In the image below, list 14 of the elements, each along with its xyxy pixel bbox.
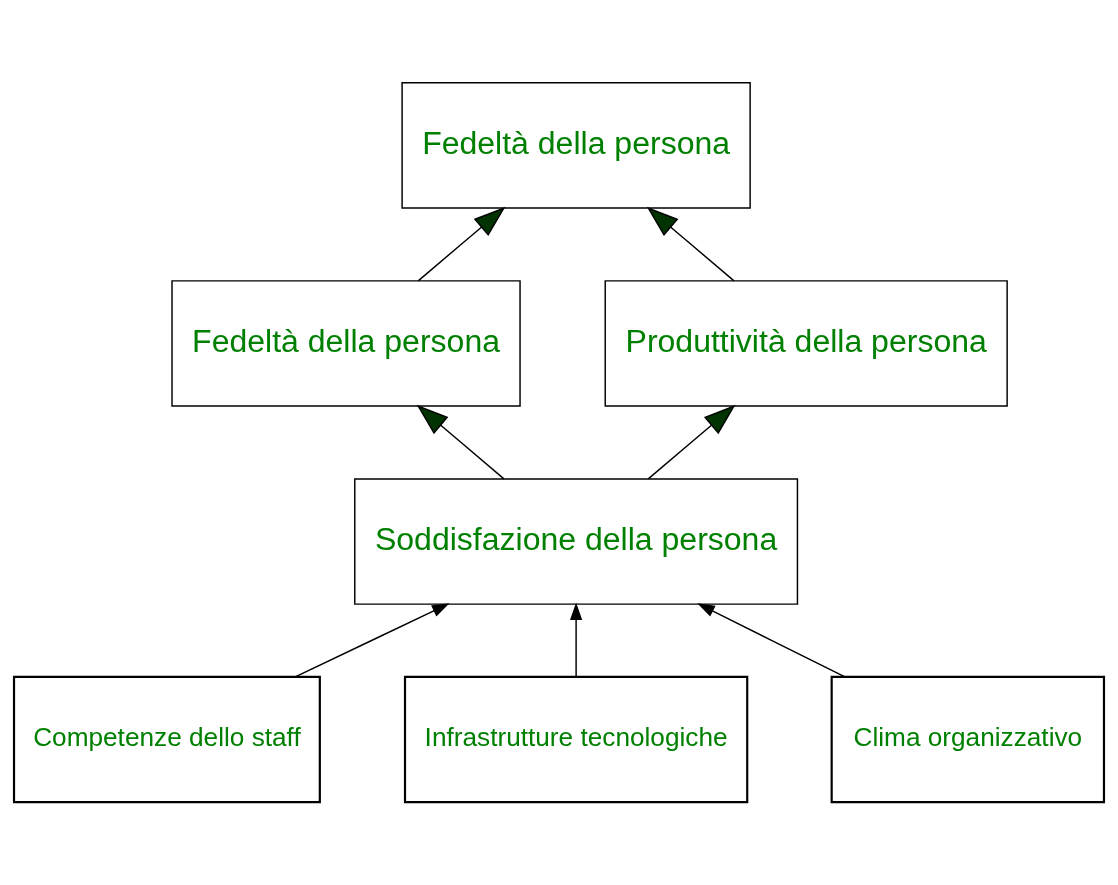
node-box: Clima organizzativo	[830, 675, 1106, 804]
node-box: Soddisfazione della persona	[354, 478, 799, 605]
node-box: Fedeltà della persona	[401, 82, 751, 209]
arrow	[294, 603, 450, 678]
node-box: Competenze dello staff	[12, 675, 321, 804]
node-box: Produttività della persona	[604, 280, 1008, 407]
arrow	[647, 404, 736, 480]
arrow	[570, 602, 583, 678]
node-box: Infrastrutture tecnologiche	[403, 675, 749, 804]
arrow	[417, 206, 506, 282]
node-box: Fedeltà della persona	[171, 280, 521, 407]
arrow	[697, 603, 846, 678]
arrow	[646, 206, 735, 282]
arrow	[416, 404, 505, 480]
